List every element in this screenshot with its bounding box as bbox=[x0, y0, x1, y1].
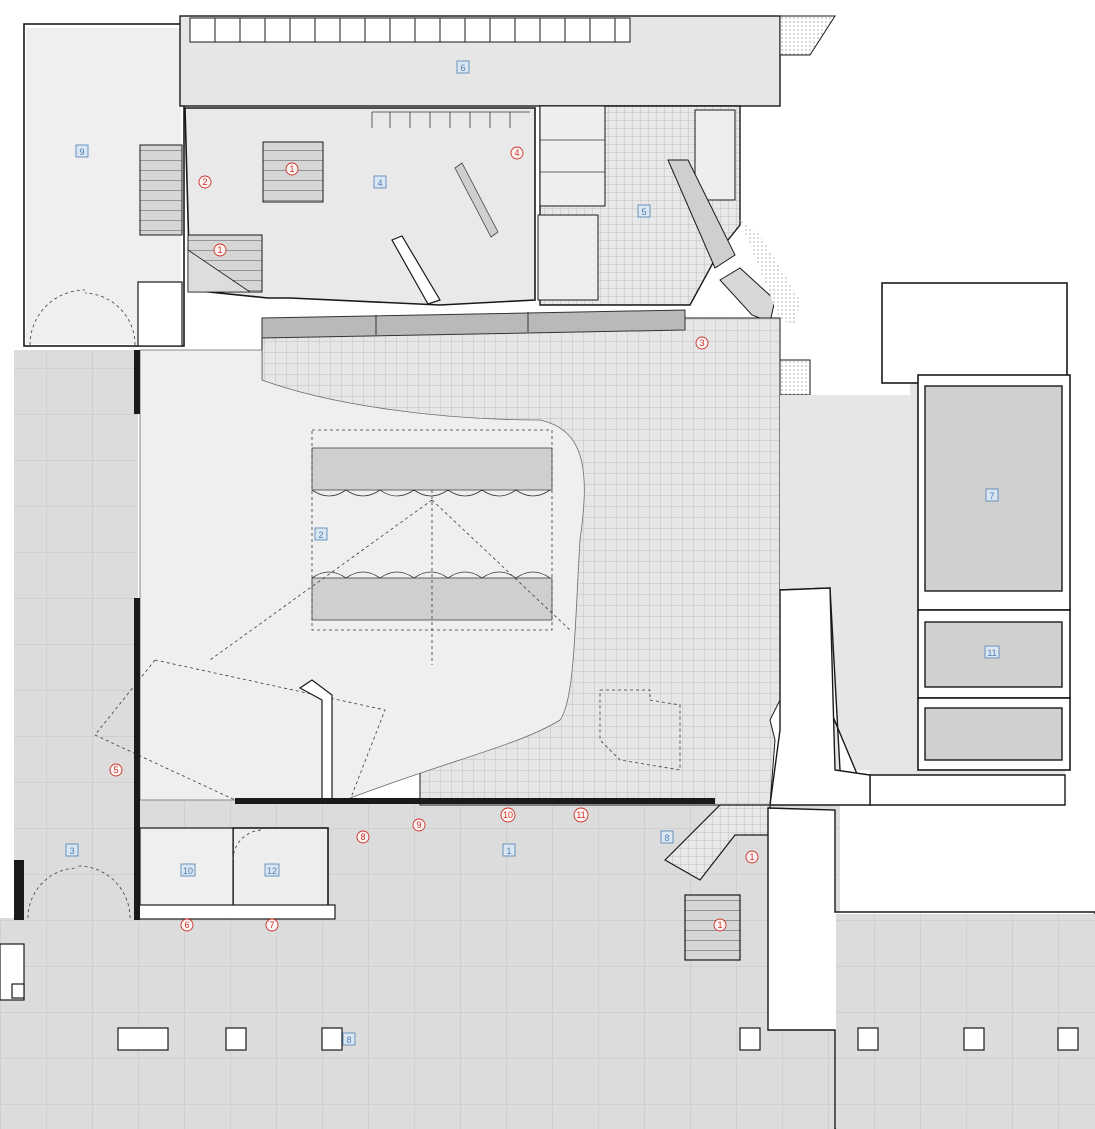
svg-text:5: 5 bbox=[641, 207, 646, 217]
back-of-house bbox=[23, 15, 836, 347]
svg-text:2: 2 bbox=[202, 177, 207, 187]
door-tag-1: 1 bbox=[745, 850, 759, 864]
svg-text:8: 8 bbox=[346, 1035, 351, 1045]
room-tag-8: 8 bbox=[342, 1032, 356, 1046]
svg-text:4: 4 bbox=[377, 178, 382, 188]
reception-counter bbox=[261, 309, 686, 339]
svg-text:3: 3 bbox=[69, 846, 74, 856]
door-tag-11: 11 bbox=[573, 807, 589, 823]
room-tag-11: 11 bbox=[984, 645, 1000, 659]
door-tag-8: 8 bbox=[356, 830, 370, 844]
svg-text:9: 9 bbox=[416, 820, 421, 830]
svg-text:6: 6 bbox=[460, 63, 465, 73]
columns bbox=[117, 1027, 1079, 1051]
room-tags: 1 2 3 4 5 6 7 8 8 9 10 11 12 bbox=[65, 60, 1000, 1046]
rooms-10-12 bbox=[134, 827, 336, 920]
door-tag-10: 10 bbox=[500, 807, 516, 823]
right-wing bbox=[769, 282, 1071, 806]
door-tags: 1 1 1 1 2 3 4 5 6 7 8 9 10 11 bbox=[109, 146, 759, 932]
room-tag-8: 8 bbox=[660, 830, 674, 844]
lobby-main-floor bbox=[94, 349, 715, 804]
svg-text:11: 11 bbox=[576, 810, 585, 820]
room-tag-5: 5 bbox=[637, 204, 651, 218]
door-tag-3: 3 bbox=[695, 336, 709, 350]
room-tag-9: 9 bbox=[75, 144, 89, 158]
svg-text:12: 12 bbox=[267, 866, 277, 876]
door-tag-5: 5 bbox=[109, 763, 123, 777]
door-tag-7: 7 bbox=[265, 918, 279, 932]
left-facade bbox=[0, 350, 140, 1001]
room-tag-2: 2 bbox=[314, 527, 328, 541]
room-tag-4: 4 bbox=[373, 175, 387, 189]
svg-text:1: 1 bbox=[717, 920, 722, 930]
door-tag-9: 9 bbox=[412, 818, 426, 832]
room-tag-3: 3 bbox=[65, 843, 79, 857]
svg-text:4: 4 bbox=[514, 148, 519, 158]
svg-text:11: 11 bbox=[987, 648, 996, 658]
svg-text:1: 1 bbox=[506, 846, 511, 856]
svg-text:6: 6 bbox=[184, 920, 189, 930]
stair-entry bbox=[664, 804, 1095, 1129]
svg-text:1: 1 bbox=[217, 245, 222, 255]
room-tag-12: 12 bbox=[264, 863, 280, 877]
svg-text:1: 1 bbox=[289, 164, 294, 174]
room-tag-10: 10 bbox=[180, 863, 196, 877]
door-tag-1: 1 bbox=[213, 243, 227, 257]
door-tag-1: 1 bbox=[285, 162, 299, 176]
room-tag-1: 1 bbox=[502, 843, 516, 857]
door-tag-2: 2 bbox=[198, 175, 212, 189]
room-tag-7: 7 bbox=[985, 488, 999, 502]
svg-text:7: 7 bbox=[269, 920, 274, 930]
room-tag-6: 6 bbox=[456, 60, 470, 74]
svg-text:10: 10 bbox=[183, 866, 193, 876]
svg-text:5: 5 bbox=[113, 765, 118, 775]
svg-text:2: 2 bbox=[318, 530, 323, 540]
svg-text:7: 7 bbox=[989, 491, 994, 501]
svg-text:10: 10 bbox=[503, 810, 513, 820]
window-mullions bbox=[214, 18, 616, 42]
svg-text:8: 8 bbox=[664, 833, 669, 843]
svg-text:1: 1 bbox=[749, 852, 754, 862]
svg-text:9: 9 bbox=[79, 147, 84, 157]
door-tag-6: 6 bbox=[180, 918, 194, 932]
svg-text:3: 3 bbox=[699, 338, 704, 348]
svg-text:8: 8 bbox=[360, 832, 365, 842]
door-tag-4: 4 bbox=[510, 146, 524, 160]
door-tag-1: 1 bbox=[713, 918, 727, 932]
